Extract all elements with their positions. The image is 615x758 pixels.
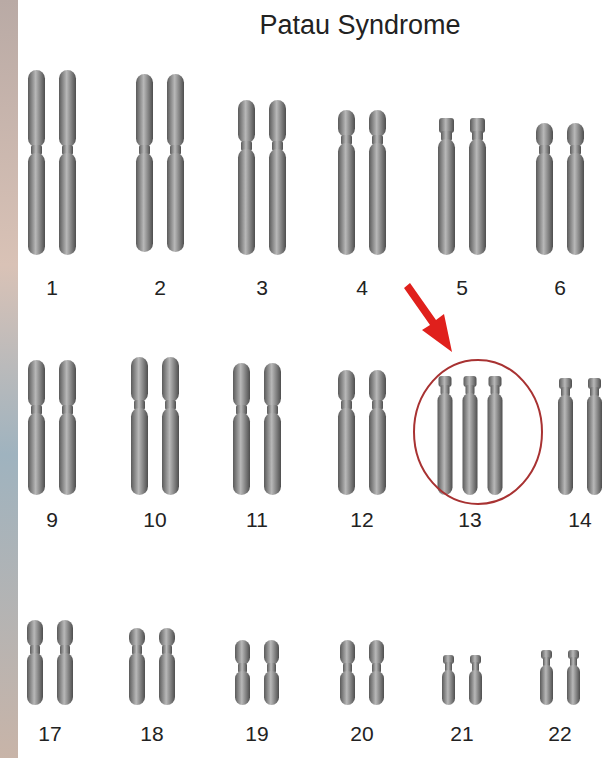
chromatid-part (136, 74, 153, 147)
chromosome-number: 13 (458, 508, 481, 532)
chromosome-number: 6 (554, 276, 566, 300)
chromosome-number: 11 (246, 508, 268, 532)
chromatid-part (369, 110, 386, 137)
chromatid-part (567, 665, 580, 705)
chromatid-part (235, 640, 250, 665)
chromosome-number: 5 (456, 276, 468, 300)
chromosome-number: 10 (143, 508, 166, 532)
chromatid-part (264, 640, 279, 665)
chromatid-part (338, 370, 355, 402)
chromatid-part (57, 620, 73, 647)
chromatid-part (269, 100, 286, 143)
chromatid-part (57, 653, 73, 705)
chromatid-part (167, 74, 184, 147)
chromatid-part (269, 149, 286, 255)
chromosome-number: 3 (256, 276, 268, 300)
chromatid-part (558, 395, 573, 495)
diagram-title: Patau Syndrome (200, 10, 520, 41)
chromatid-part (338, 143, 355, 255)
chromatid-part (167, 153, 184, 252)
chromatid-part (470, 118, 485, 133)
chromatid-part (369, 640, 384, 665)
chromatid-part (369, 143, 386, 255)
chromosome-number: 14 (568, 508, 591, 532)
chromosome-number: 9 (46, 508, 58, 532)
photo-strip (0, 0, 18, 758)
chromatid-part (238, 100, 255, 143)
chromatid-part (369, 370, 386, 402)
chromatid-part (27, 653, 43, 705)
chromatid-part (536, 153, 553, 255)
chromatid-part (131, 357, 148, 402)
chromosome-number: 21 (450, 722, 473, 746)
chromosome-number: 1 (46, 276, 58, 300)
chromatid-part (28, 153, 45, 255)
chromatid-part (264, 671, 279, 705)
chromatid-part (233, 413, 250, 495)
chromatid-part (338, 408, 355, 495)
chromatid-part (131, 408, 148, 495)
chromatid-part (567, 153, 584, 255)
chromatid-part (442, 670, 455, 705)
chromatid-part (264, 363, 281, 407)
chromatid-part (59, 70, 76, 147)
chromatid-part (264, 413, 281, 495)
chromatid-part (59, 360, 76, 407)
chromatid-part (28, 360, 45, 407)
chromatid-part (438, 393, 453, 495)
chromatid-part (59, 153, 76, 255)
chromatid-part (159, 653, 175, 705)
chromatid-part (28, 413, 45, 495)
chromatid-part (59, 413, 76, 495)
chromatid-part (463, 393, 478, 495)
chromatid-part (27, 620, 43, 647)
chromatid-part (340, 640, 355, 665)
chromatid-part (238, 149, 255, 255)
chromatid-part (233, 363, 250, 407)
chromatid-part (162, 408, 179, 495)
chromatid-part (129, 653, 145, 705)
chromosome-number: 4 (356, 276, 368, 300)
pointer-arrow (404, 283, 452, 352)
chromatid-part (338, 110, 355, 137)
chromosome-number: 18 (140, 722, 163, 746)
chromatid-part (540, 665, 553, 705)
chromosome-set (27, 70, 602, 705)
chromatid-part (235, 671, 250, 705)
chromatid-part (587, 395, 602, 495)
chromatid-part (28, 70, 45, 147)
chromatid-part (439, 118, 454, 133)
highlight-circle (414, 360, 542, 504)
chromatid-part (438, 139, 455, 255)
chromatid-part (488, 393, 503, 495)
chromosome-number: 19 (245, 722, 268, 746)
chromosome-number: 22 (548, 722, 571, 746)
chromatid-part (162, 357, 179, 402)
chromatid-part (369, 408, 386, 495)
chromatid-part (469, 139, 486, 255)
chromatid-part (536, 123, 553, 147)
chromosome-number: 12 (350, 508, 373, 532)
chromatid-part (136, 153, 153, 252)
chromatid-part (469, 670, 482, 705)
chromosome-number: 2 (154, 276, 166, 300)
chromatid-part (129, 628, 145, 647)
chromatid-part (369, 671, 384, 705)
chromatid-part (340, 671, 355, 705)
chromosome-number: 17 (38, 722, 61, 746)
chromatid-part (567, 123, 584, 147)
chromatid-part (159, 628, 175, 647)
chromosome-number: 20 (350, 722, 373, 746)
